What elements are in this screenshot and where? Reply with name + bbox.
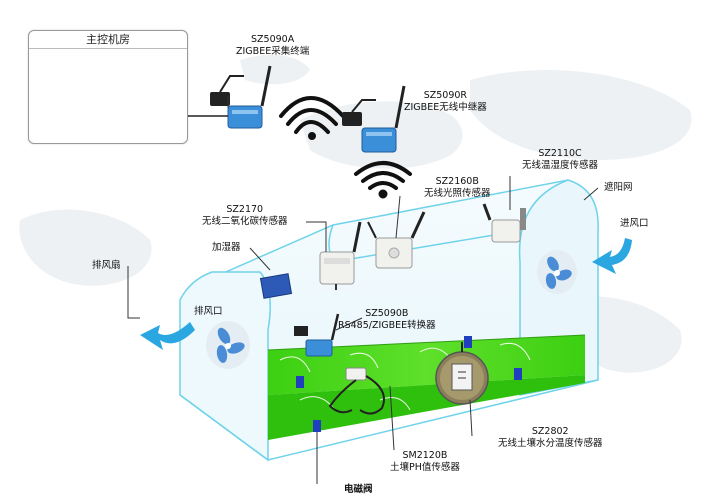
humidifier-label: 加湿器 xyxy=(212,242,241,253)
inlet-fan-graphic xyxy=(537,250,577,294)
collector-label: SZ5090A ZIGBEE采集终端 xyxy=(236,34,309,58)
co2-sensor-device xyxy=(319,221,362,290)
soil-moisture-model: SZ2802 xyxy=(531,426,569,437)
temp-humidity-sensor-device xyxy=(482,176,526,243)
light-sensor-device xyxy=(367,195,426,269)
temp-humidity-name: 无线温湿度传感器 xyxy=(522,160,599,171)
converter-label: SZ5090B RS485/ZIGBEE转换器 xyxy=(338,308,436,332)
exhaust-fan-graphic xyxy=(206,321,250,369)
valve-2 xyxy=(313,420,321,432)
converter-model: SZ5090B xyxy=(365,308,409,319)
repeater-label: SZ5090R ZIGBEE无线中继器 xyxy=(404,90,487,114)
collector-name: ZIGBEE采集终端 xyxy=(236,46,310,57)
repeater-model: SZ5090R xyxy=(423,90,468,101)
exhaust-fan-label: 排风扇 xyxy=(92,260,121,271)
light-name: 无线光照传感器 xyxy=(424,188,491,199)
valve-4 xyxy=(514,368,522,380)
wifi-icon-2 xyxy=(354,161,412,199)
soil-moisture-label: SZ2802 无线土壤水分温度传感器 xyxy=(498,426,603,450)
converter-name: RS485/ZIGBEE转换器 xyxy=(338,320,436,331)
soil-ph-name: 土壤PH值传感器 xyxy=(390,462,460,473)
co2-name: 无线二氧化碳传感器 xyxy=(202,216,288,227)
temp-humidity-label: SZ2110C 无线温湿度传感器 xyxy=(522,148,598,172)
repeater-name: ZIGBEE无线中继器 xyxy=(404,102,487,113)
temp-humidity-model: SZ2110C xyxy=(538,148,582,159)
inlet-arrow xyxy=(592,238,632,274)
humidifier-device xyxy=(249,247,293,299)
converter-device xyxy=(294,313,363,357)
solenoid-valves xyxy=(296,336,522,432)
control-room-box: 主控机房 xyxy=(28,30,188,144)
collector-model: SZ5090A xyxy=(250,34,295,45)
soil-ph-label: SM2120B 土壤PH值传感器 xyxy=(390,450,460,474)
co2-model: SZ2170 xyxy=(226,204,264,215)
exhaust-arrow xyxy=(140,322,195,350)
light-label: SZ2160B 无线光照传感器 xyxy=(424,176,491,200)
valve-1 xyxy=(296,376,304,388)
air-inlet-label: 进风口 xyxy=(620,218,649,229)
ph-sensor-device xyxy=(328,367,395,451)
shade-net-label: 遮阳网 xyxy=(604,182,633,193)
soil-moisture-name: 无线土壤水分温度传感器 xyxy=(498,438,603,449)
exhaust-port-label: 排风口 xyxy=(194,306,223,317)
light-model: SZ2160B xyxy=(435,176,479,187)
soil-moisture-sensor-device xyxy=(435,342,489,437)
valve-3 xyxy=(464,336,472,348)
solenoid-valve-label: 电磁阀 xyxy=(344,484,373,495)
repeater-device xyxy=(342,85,406,153)
soil-ph-model: SM2120B xyxy=(402,450,448,461)
control-room-title: 主控机房 xyxy=(29,31,187,49)
airflow-arrows xyxy=(140,238,632,350)
co2-label: SZ2170 无线二氧化碳传感器 xyxy=(202,204,288,228)
leader-lines xyxy=(127,96,599,319)
collector-device xyxy=(188,65,272,129)
wifi-icon-1 xyxy=(279,96,345,140)
